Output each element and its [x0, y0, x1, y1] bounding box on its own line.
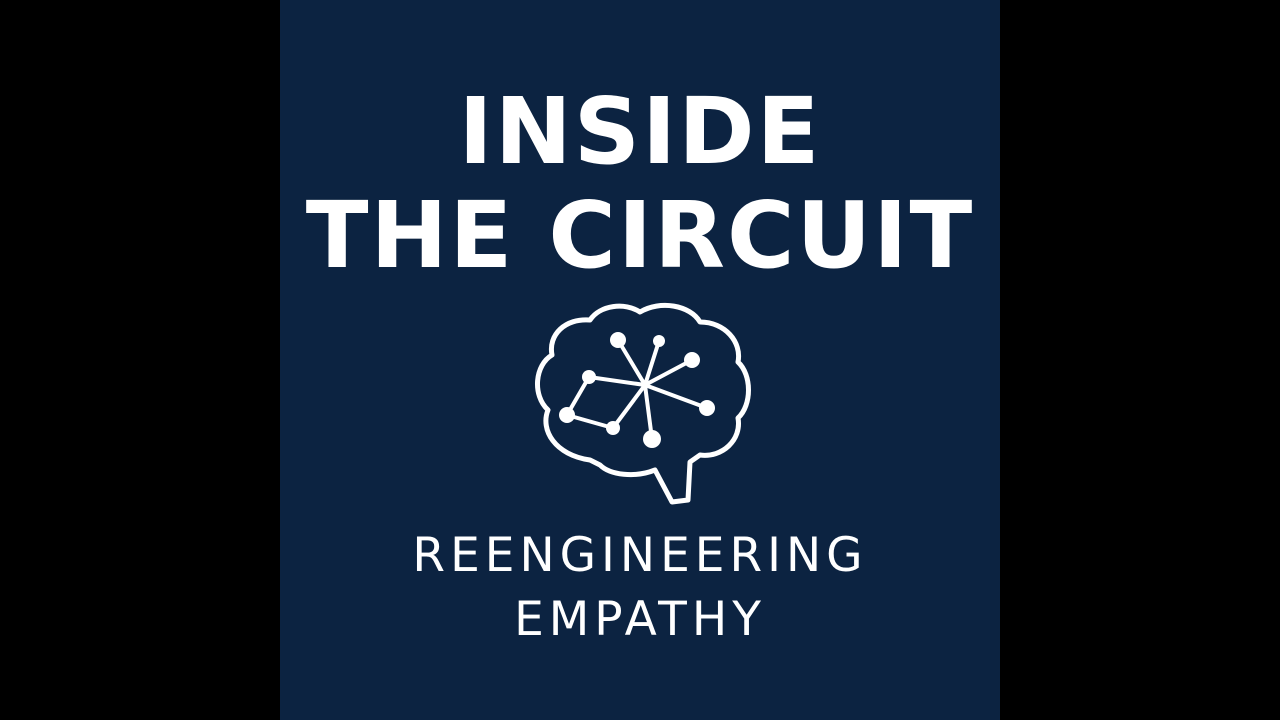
subtitle-line-2: EMPATHY	[514, 592, 766, 647]
title-line-2: THE CIRCUIT	[305, 182, 975, 289]
cover-art: INSIDE THE CIRCUIT	[280, 0, 1000, 720]
title-line-1: INSIDE	[458, 78, 822, 185]
brain-network-icon	[534, 302, 751, 505]
subtitle-line-1: REENGINEERING	[412, 528, 868, 583]
